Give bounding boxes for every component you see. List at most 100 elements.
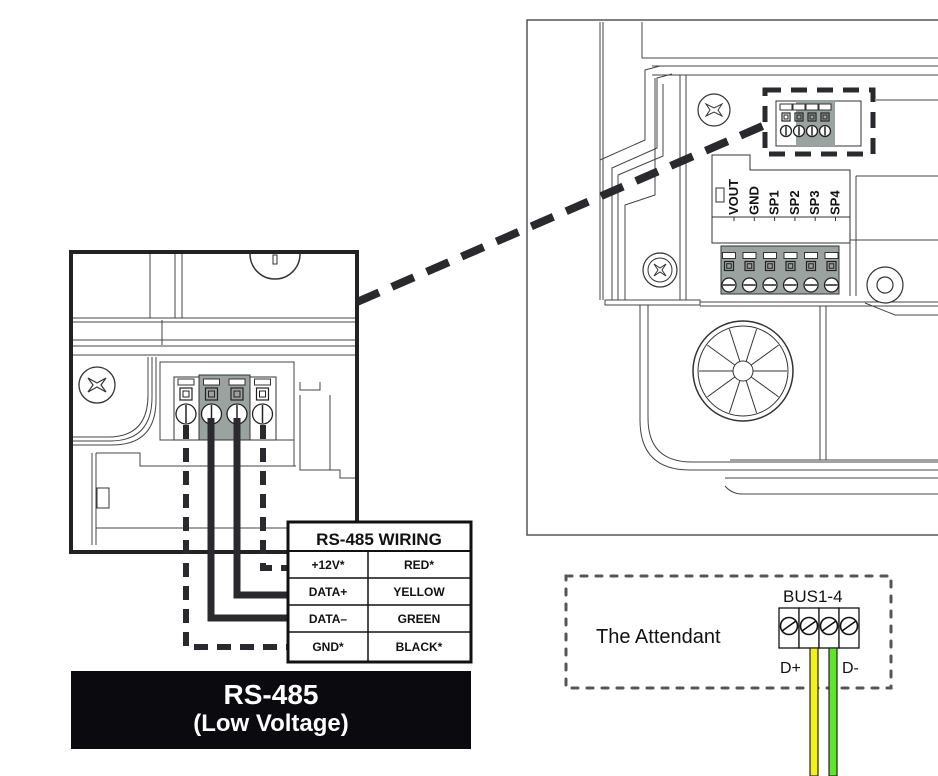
attendant-name: The Attendant xyxy=(596,626,721,648)
table-cell-signal: GND* xyxy=(312,640,344,654)
wire-entry-icon xyxy=(764,260,776,272)
wiring-table: RS-485 WIRING +12V* RED* DATA+ YELLOW DA… xyxy=(286,520,473,664)
wire-12v xyxy=(260,425,290,571)
terminal-pin xyxy=(175,378,197,425)
terminal-tab xyxy=(763,252,777,259)
bus-terminal xyxy=(778,607,800,649)
terminal-label: SP3 xyxy=(807,190,822,215)
wire-entry-inner xyxy=(828,263,835,269)
screw-icon xyxy=(78,366,116,404)
wire-entry-icon xyxy=(204,387,219,401)
terminal-pin xyxy=(792,103,806,138)
banner-title: RS-485 xyxy=(223,679,319,710)
bus-screw-slot xyxy=(801,620,817,632)
bus-screw-slot xyxy=(781,620,797,632)
terminal-pin xyxy=(823,252,840,293)
terminal-tab xyxy=(804,252,818,259)
wire-entry-icon xyxy=(807,112,817,122)
knockout-spoke xyxy=(707,376,736,398)
terminal-tab xyxy=(228,378,246,386)
attendant-dashed-frame xyxy=(564,574,893,690)
table-cell-signal: DATA– xyxy=(309,612,348,626)
table-cell-signal: DATA+ xyxy=(309,585,348,599)
wire-entry-inner xyxy=(208,390,215,398)
wire-entry-icon xyxy=(781,112,791,122)
wire-entry-icon xyxy=(744,260,755,272)
wire-entry-inner xyxy=(767,263,773,269)
terminal-label: VOUT xyxy=(726,179,741,215)
screw-icon xyxy=(697,93,731,127)
wire-entry-inner xyxy=(182,390,190,398)
bus-screw-icon xyxy=(839,616,859,636)
bus-terminal-cell xyxy=(798,607,820,649)
d-minus-label: D- xyxy=(842,660,859,677)
knockout-spoke xyxy=(745,380,758,414)
knockout-icon xyxy=(692,320,794,422)
wire-entry-icon xyxy=(179,387,193,401)
terminal-tab xyxy=(203,378,220,386)
knockout-spoke xyxy=(728,328,741,362)
terminal-pin xyxy=(762,252,778,293)
table-cell-color: YELLOW xyxy=(393,585,445,599)
screw-icon xyxy=(642,252,678,288)
wire-entry-icon xyxy=(723,260,735,272)
knockout-spoke xyxy=(728,380,741,414)
knockout-spoke xyxy=(707,344,736,366)
table-cell-color: GREEN xyxy=(398,612,441,626)
wire-entry-icon xyxy=(805,260,817,272)
wire-entry-icon xyxy=(230,387,244,401)
wire-entry-icon xyxy=(820,112,830,122)
terminal-tab xyxy=(742,252,757,259)
bus-screw-icon xyxy=(779,616,799,636)
knockout-spoke xyxy=(750,344,779,366)
wire-entry-inner xyxy=(809,114,815,120)
wires xyxy=(183,418,290,650)
terminal-pin xyxy=(803,252,819,293)
knockout-spoke xyxy=(750,376,779,398)
terminal-label: SP1 xyxy=(767,190,782,215)
rs485-banner: RS-485 (Low Voltage) xyxy=(71,671,471,749)
wiring-table-title: RS-485 WIRING xyxy=(316,530,442,549)
bus-terminal-block xyxy=(778,607,860,649)
terminal-tab xyxy=(792,103,806,111)
terminal-pin xyxy=(805,103,819,138)
wire-entry-inner xyxy=(233,390,241,398)
terminal-tab xyxy=(779,103,793,111)
terminal-tab xyxy=(783,252,798,259)
bus-terminal-cell xyxy=(838,607,860,649)
terminal-pin xyxy=(721,252,737,293)
wire-entry-inner xyxy=(783,114,789,120)
wire-entry-icon xyxy=(255,387,270,401)
terminal-tab xyxy=(824,252,839,259)
terminal-pin xyxy=(741,252,758,293)
wire-data-plus xyxy=(233,418,290,599)
bus-terminal xyxy=(798,607,820,649)
knockout-spoke xyxy=(745,328,758,362)
d-plus-label: D+ xyxy=(780,660,801,677)
wire-entry-inner xyxy=(259,390,266,398)
terminal-tab xyxy=(722,252,736,259)
terminal-label: GND xyxy=(746,186,761,215)
wire-entry-inner xyxy=(787,263,794,269)
rs485-connector-detail xyxy=(173,374,277,441)
table-cell-color: RED* xyxy=(404,558,434,572)
wire-entry-inner xyxy=(822,114,828,120)
terminal-pin xyxy=(200,378,223,425)
connector-detail: RS-485 WIRING +12V* RED* DATA+ YELLOW DA… xyxy=(69,250,473,664)
terminal-label: SP4 xyxy=(828,190,843,215)
wire-entry-icon xyxy=(785,260,796,272)
attendant-box: The Attendant BUS1-4 D+ D- xyxy=(564,574,893,776)
terminal-tab xyxy=(818,103,832,111)
wire-entry-inner xyxy=(726,263,732,269)
terminal-pin xyxy=(818,103,832,138)
rs485-connector-small xyxy=(762,87,876,157)
terminal-pin xyxy=(779,103,793,138)
bus-screw-slot xyxy=(821,620,837,632)
bus-terminal xyxy=(818,607,840,649)
wire-entry-inner xyxy=(796,114,802,120)
bus-label: BUS1-4 xyxy=(783,587,843,606)
table-cell-color: BLACK* xyxy=(396,640,443,654)
bus-terminal xyxy=(838,607,860,649)
